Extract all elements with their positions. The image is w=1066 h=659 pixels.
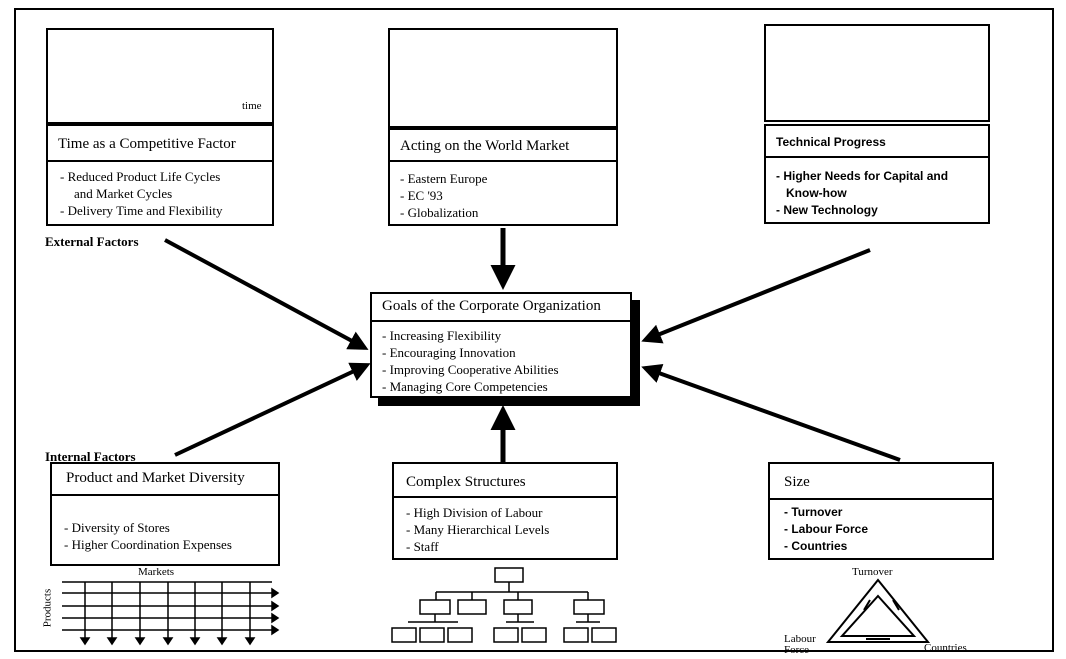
technical-progress-box: Technical Progress - Higher Needs for Ca… [764, 124, 990, 224]
list-item: - Many Hierarchical Levels [406, 522, 550, 537]
list-item: - Increasing Flexibility [382, 328, 502, 343]
list-item: and Market Cycles [74, 186, 173, 201]
goals-title: Goals of the Corporate Organization [382, 298, 601, 314]
list-item: - Staff [406, 539, 439, 554]
list-item: - Higher Needs for Capital and [776, 169, 949, 183]
time-factor-list: - Reduced Product Life Cycles and Market… [60, 168, 223, 219]
list-item: - Managing Core Competencies [382, 379, 548, 394]
product-market-list: - Diversity of Stores - Higher Coordinat… [64, 519, 232, 553]
computer-box [764, 24, 990, 122]
world-map-box [388, 28, 618, 128]
world-market-title: Acting on the World Market [400, 138, 570, 154]
arrow-time-to-goals [164, 238, 369, 350]
product-market-box: Product and Market Diversity - Diversity… [50, 462, 280, 566]
list-item: Know-how [786, 186, 847, 200]
technical-progress-title: Technical Progress [776, 135, 886, 149]
divider [52, 494, 278, 496]
list-item: - Diversity of Stores [64, 520, 170, 535]
list-item: - Encouraging Innovation [382, 345, 516, 360]
triangle-label-left: Labour Force [784, 633, 816, 656]
triangle-label-top: Turnover [852, 566, 893, 578]
list-item: - Reduced Product Life Cycles [60, 169, 221, 184]
org-chart-icon [391, 567, 617, 643]
arrow-diversity-to-goals [174, 362, 371, 457]
complex-structures-box: Complex Structures - High Division of La… [392, 462, 618, 560]
goals-list: - Increasing Flexibility - Encouraging I… [382, 327, 559, 395]
triangle-label-right: Countries [924, 642, 967, 654]
time-axis-label: time [242, 100, 262, 112]
list-item: - Eastern Europe [400, 171, 488, 186]
list-item: - New Technology [776, 203, 878, 217]
list-item: - Globalization [400, 205, 479, 220]
complex-structures-title: Complex Structures [406, 474, 526, 490]
size-triangle-icon [825, 578, 931, 643]
size-box: Size - Turnover - Labour Force - Countri… [768, 462, 994, 560]
arrow-tech-to-goals [641, 248, 871, 344]
external-factors-label: External Factors [45, 234, 139, 249]
list-item: - Improving Cooperative Abilities [382, 362, 559, 377]
divider [770, 498, 992, 500]
list-item: - Labour Force [784, 522, 869, 536]
product-market-grid-icon [62, 581, 280, 646]
list-item: - Higher Coordination Expenses [64, 537, 232, 552]
list-item: - EC '93 [400, 188, 443, 203]
technical-progress-list: - Higher Needs for Capital and Know-how … [776, 168, 948, 219]
internal-factors-label: Internal Factors [45, 449, 136, 464]
list-item: - Turnover [784, 505, 843, 519]
divider [766, 156, 988, 158]
divider [394, 496, 616, 498]
list-item: - Delivery Time and Flexibility [60, 203, 223, 218]
goals-box: Goals of the Corporate Organization - In… [370, 292, 632, 398]
list-item: - High Division of Labour [406, 505, 543, 520]
divider [372, 320, 630, 322]
product-market-title: Product and Market Diversity [66, 470, 245, 486]
divider [48, 160, 272, 162]
world-market-box: Acting on the World Market - Eastern Eur… [388, 128, 618, 226]
products-label: Products [41, 588, 54, 628]
size-title: Size [784, 474, 810, 490]
size-list: - Turnover - Labour Force - Countries [784, 504, 868, 555]
markets-label: Markets [138, 566, 175, 578]
world-market-list: - Eastern Europe - EC '93 - Globalizatio… [400, 170, 487, 221]
time-factor-title: Time as a Competitive Factor [58, 136, 236, 152]
time-factor-box: Time as a Competitive Factor - Reduced P… [46, 124, 274, 226]
time-chart-box [46, 28, 274, 124]
diagram-frame [14, 8, 1054, 652]
complex-structures-list: - High Division of Labour - Many Hierarc… [406, 504, 549, 555]
list-item: - Countries [784, 539, 848, 553]
arrow-size-to-goals [641, 364, 901, 462]
divider [390, 160, 616, 162]
